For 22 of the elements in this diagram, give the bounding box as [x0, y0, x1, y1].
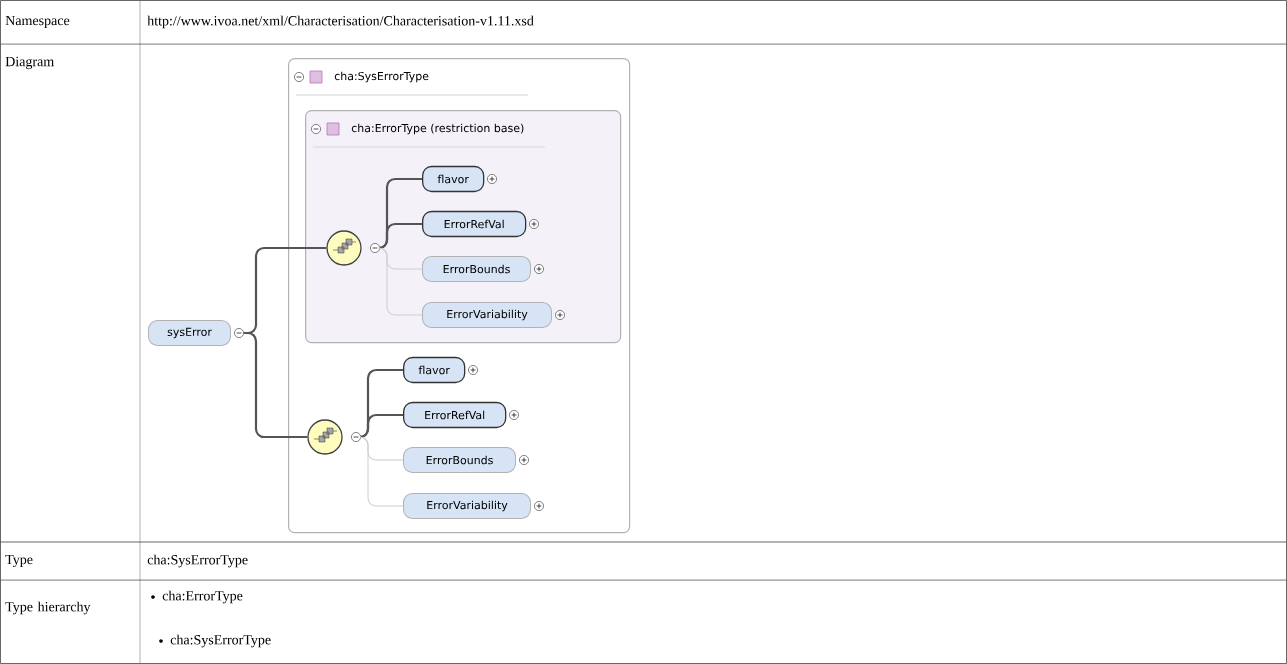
- connector-line: [377, 222, 422, 250]
- table-text: Diagram: [5, 56, 54, 70]
- table-text: Type hierarchy: [5, 601, 91, 615]
- table-text: Namespace: [5, 15, 70, 29]
- connector-line: [244, 331, 308, 439]
- element-pill: flavor: [422, 165, 485, 193]
- element-pill: ErrorBounds: [403, 447, 516, 473]
- table-text: cha:ErrorType: [162, 590, 243, 604]
- element-pill: ErrorBounds: [422, 256, 531, 282]
- table-text: cha:SysErrorType: [170, 634, 271, 648]
- connector-line: [358, 413, 403, 439]
- element-pill: ErrorVariability: [422, 302, 552, 328]
- table-text: Type: [5, 554, 33, 568]
- connector-line: [359, 436, 404, 507]
- connector-line: [378, 247, 423, 316]
- element-pill: flavor: [403, 356, 466, 384]
- table-text: http://www.ivoa.net/xml/Characterisation/Characterisation-v1.11.xsd: [147, 15, 534, 29]
- element-pill: ErrorRefVal: [403, 401, 507, 429]
- element-pill: sysError: [148, 320, 231, 346]
- element-pill: ErrorVariability: [403, 493, 531, 519]
- element-pill: ErrorRefVal: [422, 210, 527, 238]
- table-text: cha:SysErrorType: [147, 554, 248, 568]
